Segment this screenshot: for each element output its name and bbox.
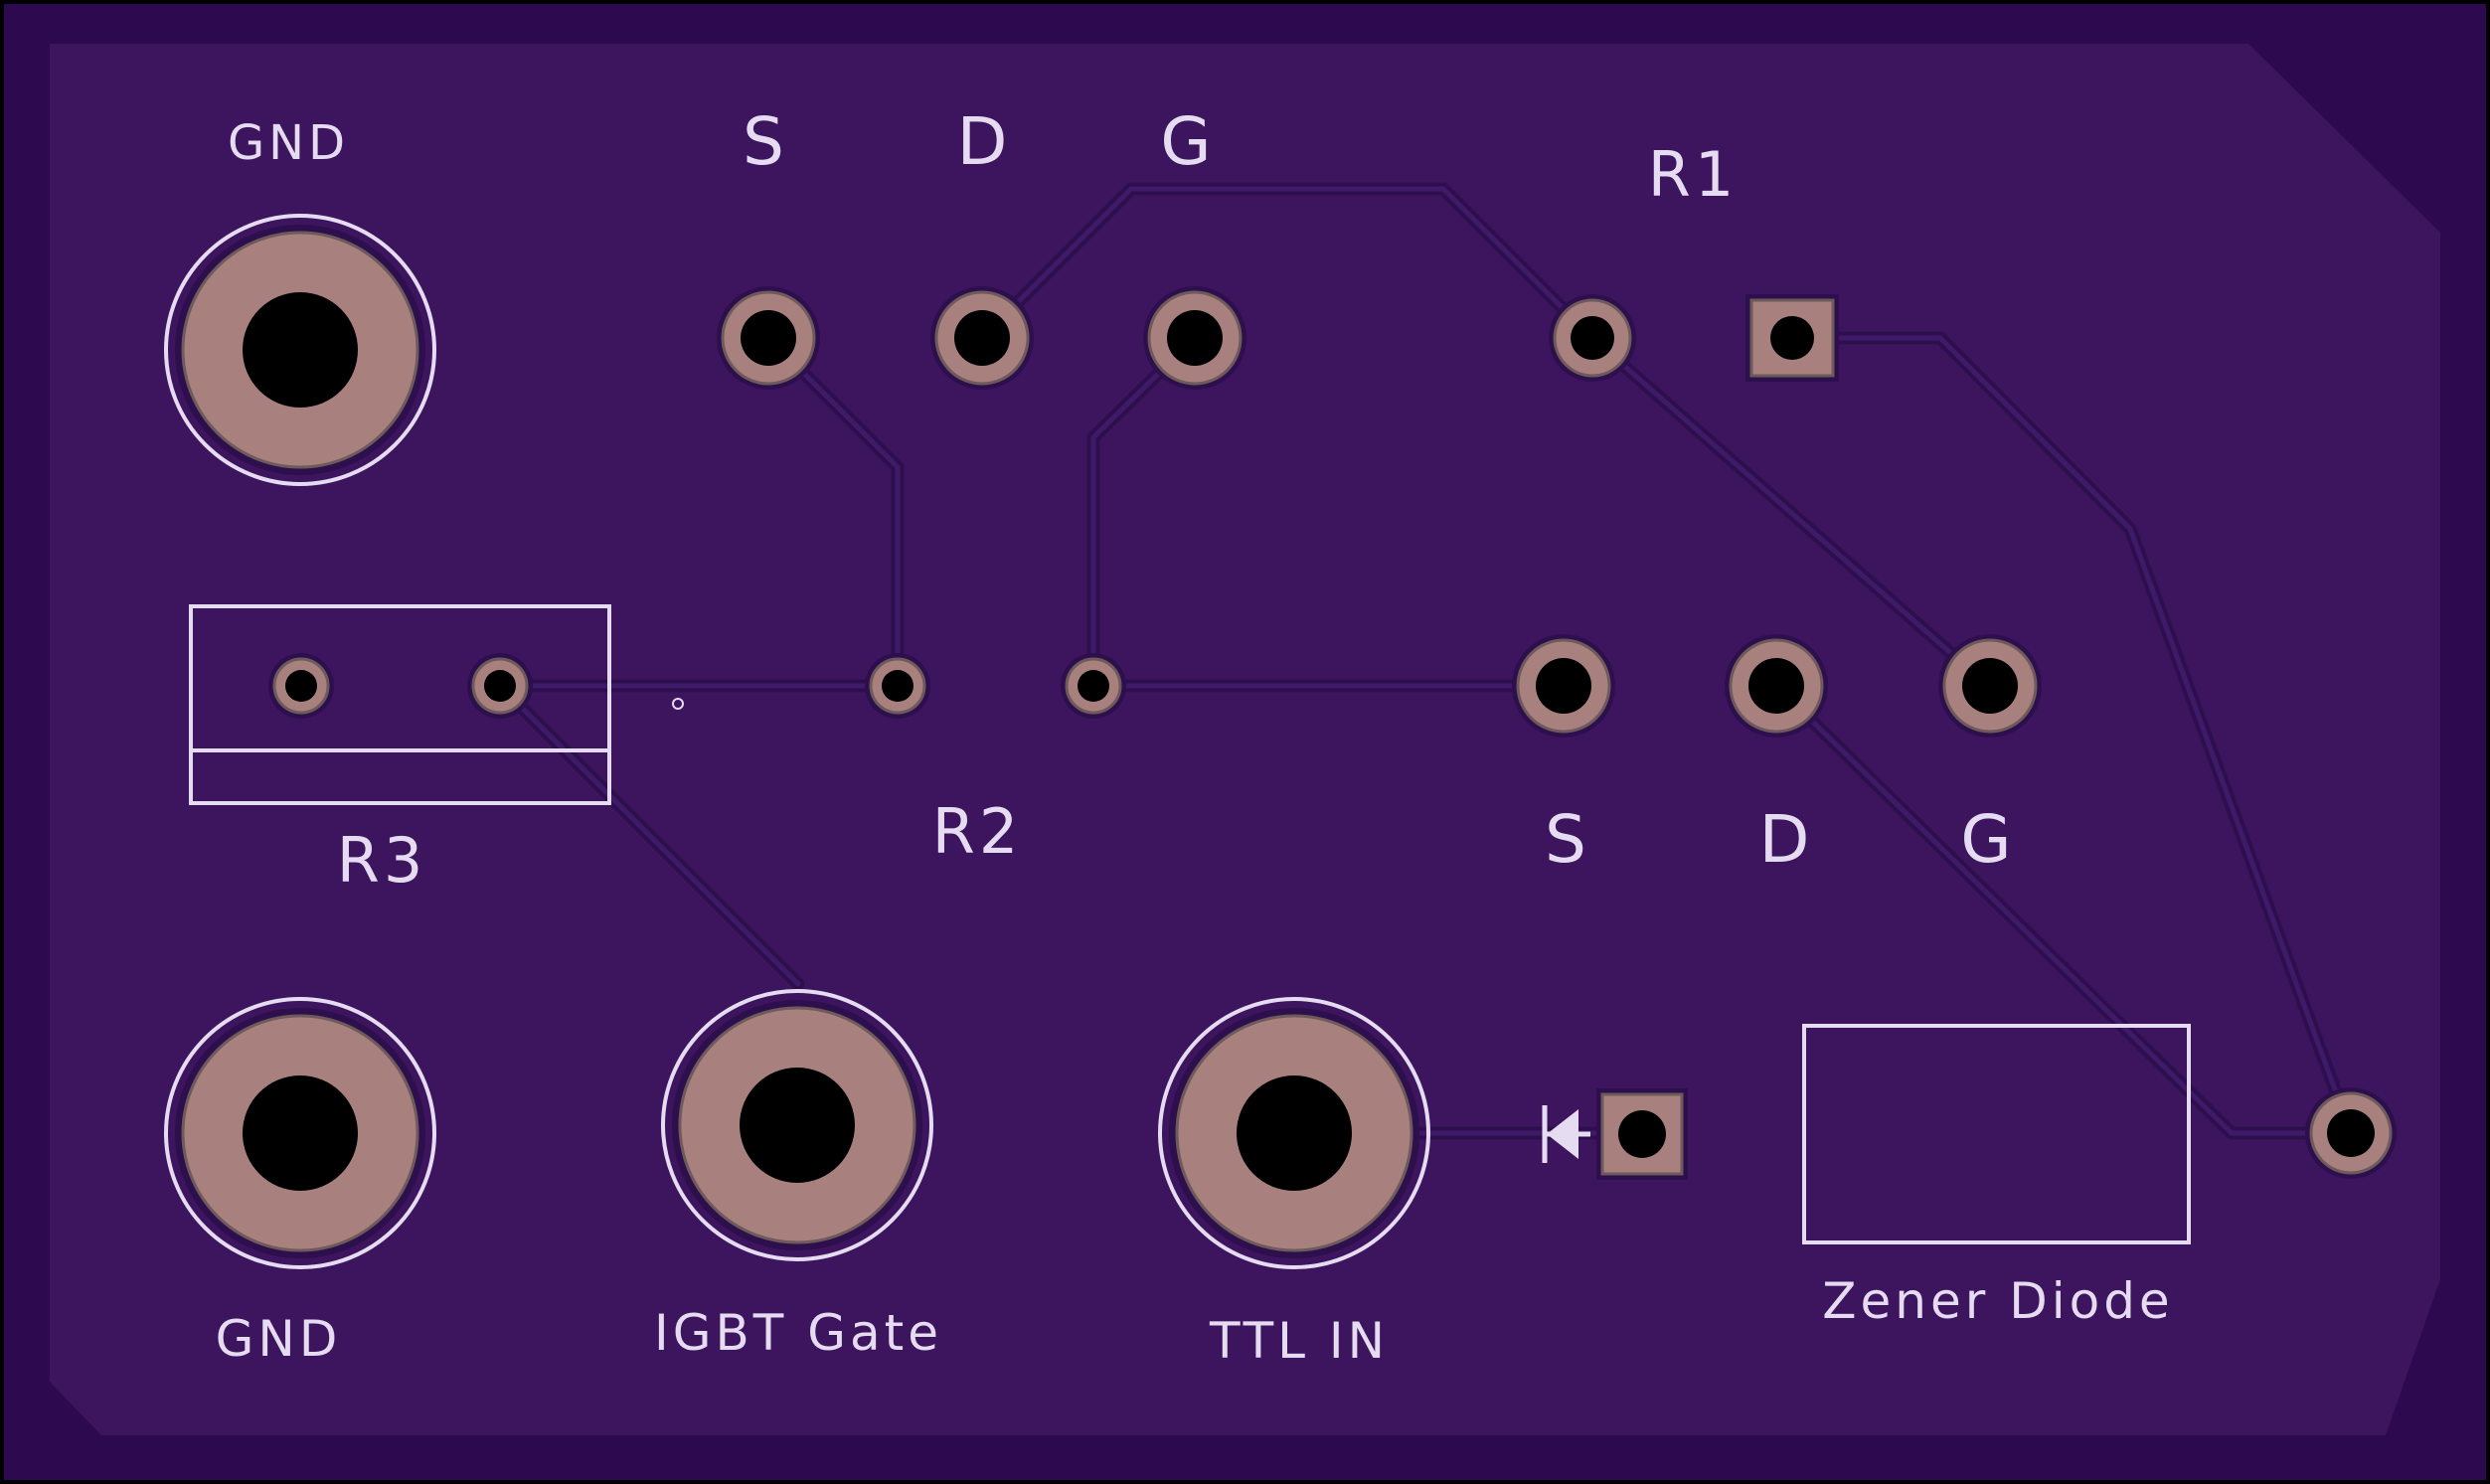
label-q1-d: D <box>957 103 1012 180</box>
r3-pad-1[interactable] <box>268 653 334 719</box>
via <box>672 698 684 710</box>
q2-pad-g[interactable] <box>1938 634 2042 738</box>
label-q2-g: G <box>1960 801 2015 878</box>
q1-pad-g[interactable] <box>1143 286 1246 390</box>
q2-pad-s[interactable] <box>1512 634 1615 738</box>
label-q2-d: D <box>1759 801 1814 878</box>
zener-outline <box>1802 1024 2191 1244</box>
diode-icon <box>1542 1105 1590 1163</box>
r2-pad-1[interactable] <box>865 653 930 719</box>
label-gnd-top: GND <box>228 115 349 171</box>
r1-pad-2-square[interactable] <box>1745 294 1839 382</box>
r2-pad-2[interactable] <box>1061 653 1126 719</box>
label-q1-s: S <box>743 103 788 180</box>
connector-gnd-top[interactable] <box>164 214 436 486</box>
label-gnd-bottom: GND <box>216 1310 342 1368</box>
board-copper-area <box>50 44 2440 1435</box>
diode-pad-square[interactable] <box>1596 1088 1688 1180</box>
connector-igbt-gate[interactable] <box>661 989 933 1261</box>
label-r1: R1 <box>1648 138 1739 211</box>
r1-pad-1[interactable] <box>1549 294 1636 382</box>
connector-gnd-bottom[interactable] <box>164 997 436 1269</box>
q1-pad-d[interactable] <box>930 286 1034 390</box>
q2-pad-d[interactable] <box>1725 634 1828 738</box>
r3-pad-2[interactable] <box>467 653 533 719</box>
label-igbt-gate: IGBT Gate <box>654 1304 942 1362</box>
diode-pad-round[interactable] <box>2305 1087 2397 1179</box>
label-ttl-in: TTL IN <box>1209 1312 1389 1370</box>
label-r3: R3 <box>337 824 427 897</box>
connector-ttl-in[interactable] <box>1158 997 1430 1269</box>
q1-pad-s[interactable] <box>717 286 820 390</box>
label-q2-s: S <box>1545 801 1590 878</box>
label-zener: Zener Diode <box>1822 1272 2173 1330</box>
label-r2: R2 <box>932 795 1023 868</box>
label-q1-g: G <box>1160 103 1215 180</box>
r3-outline <box>189 604 611 805</box>
